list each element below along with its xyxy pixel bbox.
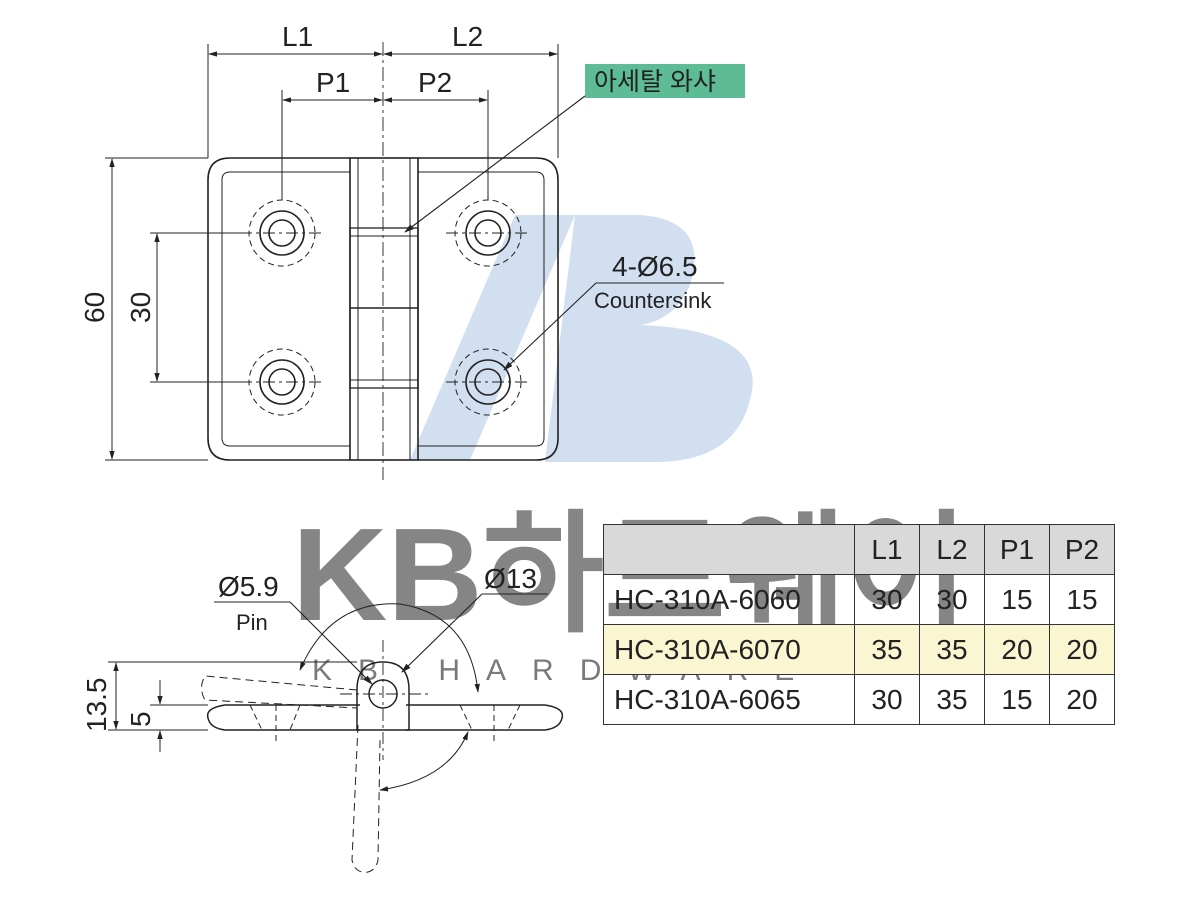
table-header-row: L1 L2 P1 P2 bbox=[603, 524, 1115, 575]
p1-cell: 15 bbox=[984, 674, 1050, 725]
washer-callout: 아세탈 와샤 bbox=[404, 64, 745, 233]
model-cell: HC-310A-6065 bbox=[603, 674, 855, 725]
table-header-p1: P1 bbox=[984, 524, 1050, 575]
l2-cell: 35 bbox=[919, 624, 985, 675]
pin-dia-label: Ø5.9 bbox=[218, 571, 279, 602]
kb-logo-watermark bbox=[410, 215, 753, 462]
washer-label: 아세탈 와샤 bbox=[594, 68, 716, 96]
l2-cell: 35 bbox=[919, 674, 985, 725]
dim-label-p2: P2 bbox=[418, 67, 452, 98]
model-cell: HC-310A-6070 bbox=[603, 624, 855, 675]
knuckle-strip bbox=[349, 157, 419, 461]
l2-cell: 30 bbox=[919, 574, 985, 625]
dim-label-l1: L1 bbox=[282, 21, 313, 52]
holes-count-label: 4-Ø6.5 bbox=[612, 251, 698, 282]
l1-cell: 30 bbox=[854, 574, 920, 625]
p1-cell: 15 bbox=[984, 574, 1050, 625]
dimensions-side bbox=[108, 661, 357, 752]
table-header-model bbox=[603, 524, 855, 575]
hinge-side-view bbox=[201, 603, 564, 873]
washer-badge: 아세탈 와샤 bbox=[585, 64, 745, 98]
l1-cell: 35 bbox=[854, 624, 920, 675]
holes-callout: 4-Ø6.5 Countersink bbox=[503, 251, 724, 371]
dimensions-top bbox=[105, 44, 559, 461]
holes-type-label: Countersink bbox=[594, 288, 712, 313]
knuckle-dia-label: Ø13 bbox=[484, 563, 537, 594]
table-row-highlighted: HC-310A-6070 35 35 20 20 bbox=[603, 624, 1115, 675]
dim-label-p1: P1 bbox=[316, 67, 350, 98]
dim-label-l2: L2 bbox=[452, 21, 483, 52]
pin-callout: Ø5.9 Pin bbox=[214, 571, 373, 685]
p2-cell: 15 bbox=[1049, 574, 1115, 625]
dim-label-thickness-leaf: 5 bbox=[125, 711, 156, 727]
model-cell: HC-310A-6060 bbox=[603, 574, 855, 625]
pin-label: Pin bbox=[236, 610, 268, 635]
table-row: HC-310A-6065 30 35 15 20 bbox=[603, 674, 1115, 725]
right-leaf-outline bbox=[418, 157, 559, 461]
p1-cell: 20 bbox=[984, 624, 1050, 675]
table-header-l1: L1 bbox=[854, 524, 920, 575]
side-left-leaf bbox=[206, 704, 360, 731]
l1-cell: 30 bbox=[854, 674, 920, 725]
left-leaf-outline bbox=[207, 157, 350, 461]
p2-cell: 20 bbox=[1049, 674, 1115, 725]
side-right-leaf bbox=[406, 704, 564, 731]
dim-label-height: 60 bbox=[79, 292, 110, 323]
spec-table: L1 L2 P1 P2 HC-310A-6060 30 30 15 15 HC-… bbox=[603, 524, 1115, 725]
knuckle-callout: Ø13 bbox=[401, 563, 548, 673]
hinge-top-view bbox=[207, 42, 559, 480]
dim-label-thickness-total: 13.5 bbox=[81, 678, 112, 733]
p2-cell: 20 bbox=[1049, 624, 1115, 675]
table-row: HC-310A-6060 30 30 15 15 bbox=[603, 574, 1115, 625]
table-header-p2: P2 bbox=[1049, 524, 1115, 575]
table-header-l2: L2 bbox=[919, 524, 985, 575]
dim-label-hole-spacing: 30 bbox=[125, 292, 156, 323]
